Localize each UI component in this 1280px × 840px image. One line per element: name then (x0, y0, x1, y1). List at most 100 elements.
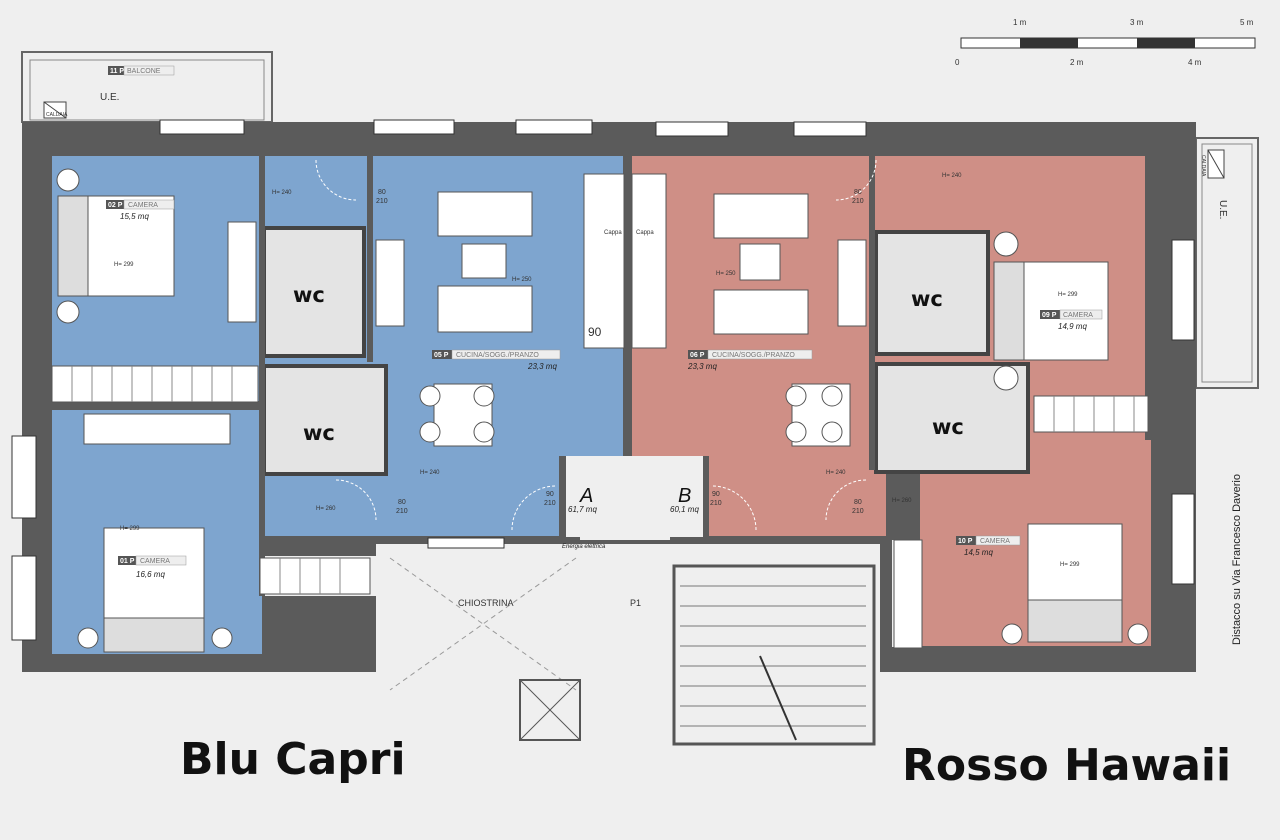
room-10-label: 10 P CAMERA 14,5 mq H= 299 (956, 535, 1080, 568)
room-06-label: 06 P CUCINA/SOGG./PRANZO 23,3 mq H= 250 (687, 271, 813, 371)
svg-text:CAMERA: CAMERA (980, 538, 1010, 545)
svg-text:23,3 mq: 23,3 mq (527, 362, 557, 371)
svg-text:CAMERA: CAMERA (128, 202, 158, 209)
entrance-b: B 60,1 mq (670, 485, 699, 514)
svg-text:H= 240: H= 240 (272, 190, 292, 196)
apartment-name-left: Blu Capri (180, 734, 406, 785)
svg-text:H= 250: H= 250 (512, 277, 532, 283)
room-05-label: 05 P CUCINA/SOGG./PRANZO 23,3 mq H= 250 (432, 277, 561, 371)
svg-text:H= 250: H= 250 (716, 271, 736, 277)
cooktop-right: Cappa (636, 230, 654, 236)
svg-text:CAMERA: CAMERA (140, 558, 170, 565)
scale-label-0: 0 (955, 58, 960, 67)
wc-right-top-label: wc (911, 287, 943, 311)
svg-text:14,5 mq: 14,5 mq (964, 548, 993, 557)
svg-text:210: 210 (710, 500, 722, 507)
bed-room-02 (56, 168, 175, 324)
svg-text:05 P: 05 P (434, 352, 449, 359)
svg-text:06 P: 06 P (690, 352, 705, 359)
living-left (375, 173, 625, 447)
svg-text:210: 210 (852, 508, 864, 515)
balcony-tag: 11 P (110, 68, 124, 75)
svg-text:02 P: 02 P (108, 202, 123, 209)
svg-text:90: 90 (546, 491, 554, 498)
dimension-marks: H= 240 H= 240 H= 240 H= 240 H= 260 H= 26… (272, 173, 962, 515)
svg-text:H= 240: H= 240 (826, 470, 846, 476)
svg-text:A: A (579, 485, 593, 507)
room-01-label: 01 P CAMERA 16,6 mq H= 299 (118, 526, 187, 579)
bed-room-10 (1001, 523, 1149, 645)
right-boiler: CALDAIA (1200, 155, 1206, 177)
electric-meters: Energia elettrica (562, 544, 606, 550)
windows (11, 119, 1195, 641)
balcony-boiler: CALDAIA (46, 112, 68, 118)
stairwell: P1 (519, 564, 876, 746)
svg-text:210: 210 (544, 500, 556, 507)
scale-label-2m: 2 m (1070, 58, 1084, 67)
balcony: 11 P BALCONE U.E. CALDAIA (21, 51, 273, 123)
svg-text:15,5 mq: 15,5 mq (120, 212, 149, 221)
apartment-name-right: Rosso Hawaii (902, 740, 1231, 791)
right-ue: U.E. (1217, 200, 1228, 219)
svg-text:60,1 mq: 60,1 mq (670, 505, 699, 514)
svg-text:H= 240: H= 240 (942, 173, 962, 179)
svg-text:80: 80 (854, 499, 862, 506)
svg-text:CAMERA: CAMERA (1063, 312, 1093, 319)
svg-text:09 P: 09 P (1042, 312, 1057, 319)
svg-text:H= 299: H= 299 (120, 526, 140, 532)
courtyard-label: CHIOSTRINA (458, 598, 514, 608)
scale-label-3m: 3 m (1130, 18, 1144, 27)
svg-text:80: 80 (398, 499, 406, 506)
svg-text:H= 299: H= 299 (114, 262, 134, 268)
svg-text:H= 260: H= 260 (316, 506, 336, 512)
balcony-ue: U.E. (100, 92, 119, 103)
wc-right-bottom-label: wc (932, 415, 964, 439)
svg-text:210: 210 (396, 508, 408, 515)
svg-text:90: 90 (712, 491, 720, 498)
svg-text:CUCINA/SOGG./PRANZO: CUCINA/SOGG./PRANZO (712, 352, 795, 359)
svg-text:80: 80 (854, 189, 862, 196)
cooktop-left: Cappa (604, 230, 622, 236)
scale-label-5m: 5 m (1240, 18, 1254, 27)
courtyard: CHIOSTRINA (389, 557, 577, 691)
interior-walls (52, 156, 1160, 653)
svg-text:80: 80 (378, 189, 386, 196)
svg-text:01 P: 01 P (120, 558, 135, 565)
wc-left-top-label: wc (293, 283, 325, 307)
svg-text:H= 260: H= 260 (892, 498, 912, 504)
landing-label: P1 (630, 598, 641, 608)
door-swings (315, 159, 877, 531)
svg-text:CUCINA/SOGG./PRANZO: CUCINA/SOGG./PRANZO (456, 352, 539, 359)
room-02-label: 02 P CAMERA 15,5 mq H= 299 (106, 199, 175, 268)
wc-left-bottom (262, 364, 388, 476)
svg-text:H= 240: H= 240 (420, 470, 440, 476)
wc-right-top (874, 230, 990, 356)
entrance-a: A 61,7 mq (568, 485, 597, 514)
right-external-area: U.E. CALDAIA (1195, 137, 1259, 389)
svg-text:61,7 mq: 61,7 mq (568, 505, 597, 514)
scale-label-4m: 4 m (1188, 58, 1202, 67)
svg-text:H= 299: H= 299 (1060, 562, 1080, 568)
street-distance-note: Distacco su Via Francesco Daverio (1231, 474, 1243, 645)
scale-bar: 1 m 3 m 5 m 0 2 m 4 m (955, 18, 1256, 67)
corridor-right-fill (706, 456, 886, 536)
svg-text:210: 210 (376, 198, 388, 205)
scale-label-1m: 1 m (1013, 18, 1027, 27)
svg-text:23,3 mq: 23,3 mq (687, 362, 717, 371)
bed-room-01 (77, 527, 233, 653)
wc-left-top (262, 226, 366, 358)
wardrobes (51, 221, 1149, 649)
svg-text:10 P: 10 P (958, 538, 973, 545)
room-09-label: 09 P CAMERA 14,9 mq H= 299 (1040, 292, 1103, 331)
svg-text:210: 210 (852, 198, 864, 205)
svg-text:16,6 mq: 16,6 mq (136, 570, 165, 579)
svg-text:B: B (678, 485, 691, 507)
counter-90: 90 (588, 325, 602, 339)
living-right (631, 173, 867, 447)
balcony-name: BALCONE (127, 68, 161, 75)
svg-text:14,9 mq: 14,9 mq (1058, 322, 1087, 331)
common-areas (262, 456, 922, 764)
wardrobe-lines (71, 366, 1135, 594)
wc-left-bottom-label: wc (303, 421, 335, 445)
